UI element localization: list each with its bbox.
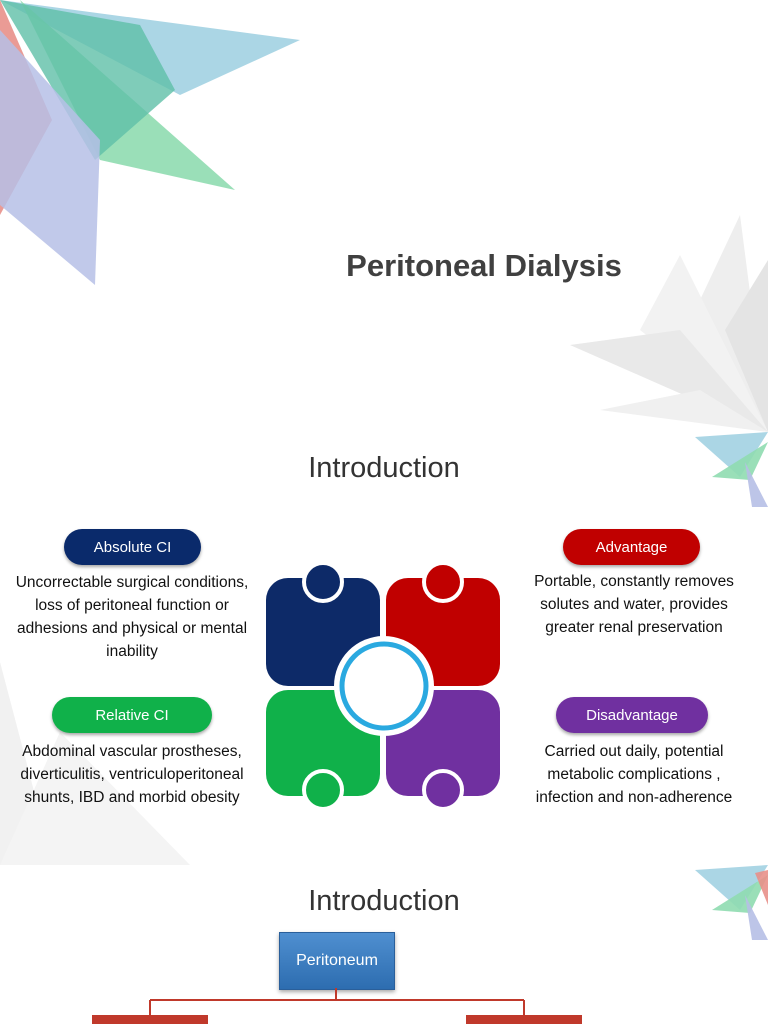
petal-decoration-corners bbox=[0, 432, 768, 865]
advantage-pill: Advantage bbox=[563, 529, 700, 565]
introduction-slide: Introduction Absolute CI Uncorrectable s… bbox=[0, 432, 768, 865]
disadvantage-pill: Disadvantage bbox=[556, 697, 708, 733]
center-ring bbox=[339, 641, 429, 731]
section-title: Introduction bbox=[308, 452, 460, 484]
puzzle-graphic bbox=[266, 562, 500, 811]
disadvantage-text: Carried out daily, potential metabolic c… bbox=[535, 743, 733, 806]
title-slide: Peritoneal Dialysis bbox=[0, 0, 768, 432]
peritoneum-box: Peritoneum bbox=[279, 932, 395, 990]
absolute-ci-text: Uncorrectable surgical conditions, loss … bbox=[15, 574, 249, 660]
child-box-left bbox=[92, 1015, 208, 1024]
section-title: Introduction bbox=[308, 885, 460, 917]
advantage-text: Portable, constantly removes solutes and… bbox=[534, 573, 734, 636]
petal-decoration-corner bbox=[695, 865, 768, 940]
absolute-ci-pill: Absolute CI bbox=[64, 529, 201, 565]
tree-connector-lines bbox=[149, 988, 525, 1015]
relative-ci-pill: Relative CI bbox=[52, 697, 212, 733]
child-box-right bbox=[466, 1015, 582, 1024]
petal-decoration-right bbox=[570, 215, 768, 432]
peritoneum-slide: Introduction Peritoneum bbox=[0, 865, 768, 1024]
presentation-title: Peritoneal Dialysis bbox=[346, 248, 622, 283]
petal-decoration-top-left bbox=[0, 0, 300, 285]
relative-ci-text: Abdominal vascular prostheses, diverticu… bbox=[20, 743, 244, 806]
